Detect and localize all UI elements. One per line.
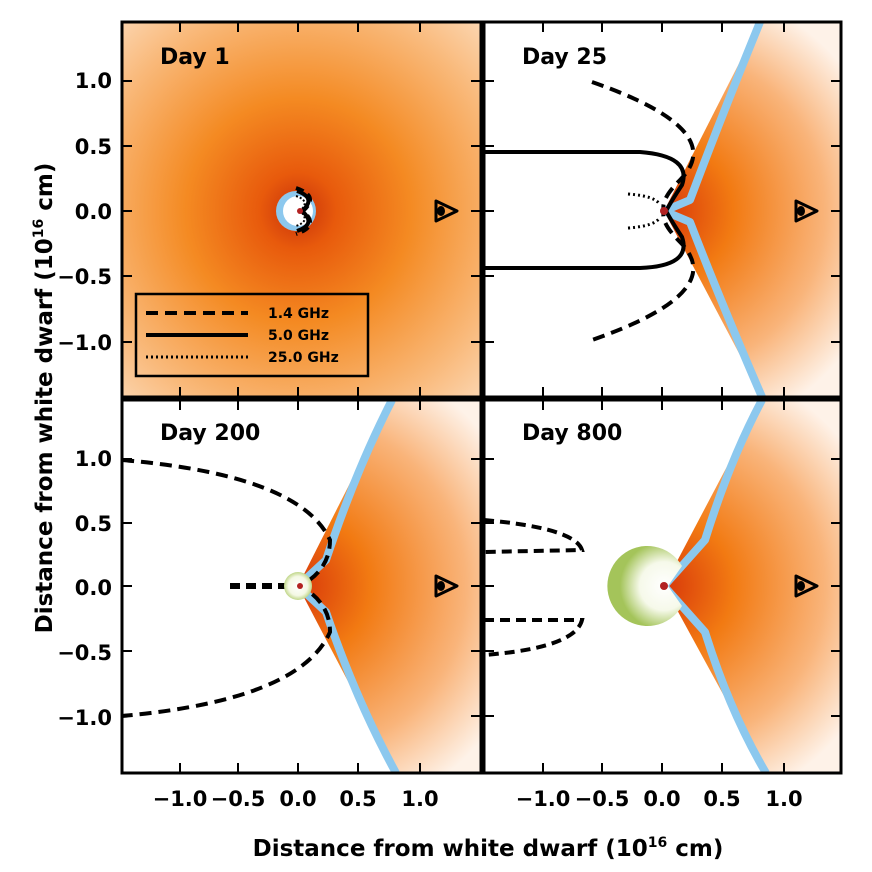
panel-frame-day-1	[120, 20, 483, 399]
wind-region	[664, 22, 841, 397]
white-dwarf-marker	[297, 583, 303, 589]
contour-5ghz	[484, 150, 686, 270]
wind-region	[298, 400, 481, 773]
x-tick-label: −0.5	[211, 787, 266, 811]
x-tick-labels-right: −1.0 −0.5 0.0 0.5 1.0	[516, 787, 803, 811]
y-tick-labels-bottom: 1.0 0.5 0.0 −0.5 −1.0	[57, 447, 112, 730]
contour-25ghz	[627, 192, 662, 230]
panel-day-25	[484, 22, 841, 397]
contour-1-4ghz-lower	[484, 618, 585, 657]
x-tick-labels-left: −1.0 −0.5 0.0 0.5 1.0	[153, 787, 439, 811]
y-tick-label: 1.0	[75, 447, 112, 471]
panel-day-200	[122, 400, 481, 773]
white-dwarf-marker	[297, 208, 303, 214]
y-tick-label: −1.0	[57, 706, 112, 730]
x-axis-title: Distance from white dwarf (1016 cm)	[253, 835, 724, 862]
day-label: Day 25	[522, 45, 607, 70]
y-tick-label: −0.5	[57, 265, 112, 289]
legend-label: 25.0 GHz	[268, 350, 339, 366]
y-tick-label: −1.0	[57, 331, 112, 355]
x-tick-label: 1.0	[401, 787, 438, 811]
legend-label: 1.4 GHz	[268, 306, 329, 322]
legend: 1.4 GHz 5.0 GHz 25.0 GHz	[134, 292, 370, 378]
y-tick-labels-top: 1.0 0.5 0.0 −0.5 −1.0	[57, 69, 112, 355]
y-tick-label: 0.0	[75, 200, 112, 224]
day-label: Day 800	[522, 421, 622, 446]
x-tick-label: 0.5	[703, 787, 740, 811]
tick-marks	[122, 22, 841, 773]
panel-day-800	[484, 400, 841, 773]
white-dwarf-marker	[660, 207, 668, 215]
x-tick-label: −1.0	[516, 787, 571, 811]
legend-label: 5.0 GHz	[268, 328, 329, 344]
observer-eye-icon	[434, 199, 459, 223]
y-tick-label: −0.5	[57, 641, 112, 665]
day-label: Day 1	[160, 45, 230, 70]
y-axis-title: Distance from white dwarf (1016 cm)	[31, 163, 58, 634]
y-tick-label: 1.0	[75, 69, 112, 93]
observer-eye-icon	[794, 199, 819, 223]
x-tick-label: 0.5	[339, 787, 376, 811]
y-tick-label: 0.5	[75, 512, 112, 536]
x-tick-label: −0.5	[575, 787, 630, 811]
x-tick-label: 0.0	[279, 787, 316, 811]
y-tick-label: 0.5	[75, 135, 112, 159]
observer-eye-icon	[434, 574, 459, 598]
observer-eye-icon	[794, 574, 819, 598]
green-shell	[607, 546, 682, 627]
day-label: Day 200	[160, 421, 260, 446]
wind-region	[664, 400, 841, 773]
y-tick-label: 0.0	[75, 576, 112, 600]
x-tick-label: 1.0	[765, 787, 802, 811]
x-tick-label: −1.0	[153, 787, 208, 811]
white-dwarf-marker	[660, 582, 668, 590]
x-tick-label: 0.0	[643, 787, 680, 811]
legend-box	[134, 292, 370, 378]
contour-1-4ghz	[484, 518, 585, 554]
